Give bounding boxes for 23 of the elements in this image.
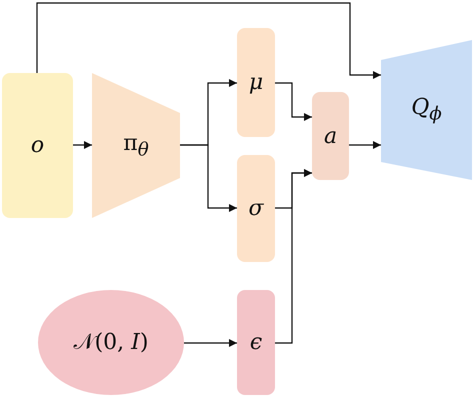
rounded-box [237,290,275,395]
math-symbol: ϵ [250,330,262,355]
arrow [73,141,92,149]
trapezoid-block [92,73,180,218]
arrow [180,144,237,212]
rounded-box [2,73,73,218]
arrow [275,169,312,344]
arrow [275,82,312,121]
math-symbol: a [324,124,338,148]
arrow [36,2,381,79]
math-symbol: μ [248,70,264,95]
math-symbol: π$_{θ}$ [123,130,149,160]
ellipse-node [38,290,184,395]
arrow [184,339,237,347]
rounded-box [312,92,349,180]
arrow [349,141,381,149]
math-symbol: 𝒩(0, I) [74,330,148,355]
rounded-box [237,28,275,137]
math-symbol: o [30,133,44,158]
rounded-box [237,155,275,262]
math-symbol: Q$_{ϕ}$ [411,95,442,125]
trapezoid-block [381,40,472,180]
math-symbol: σ [248,196,264,221]
